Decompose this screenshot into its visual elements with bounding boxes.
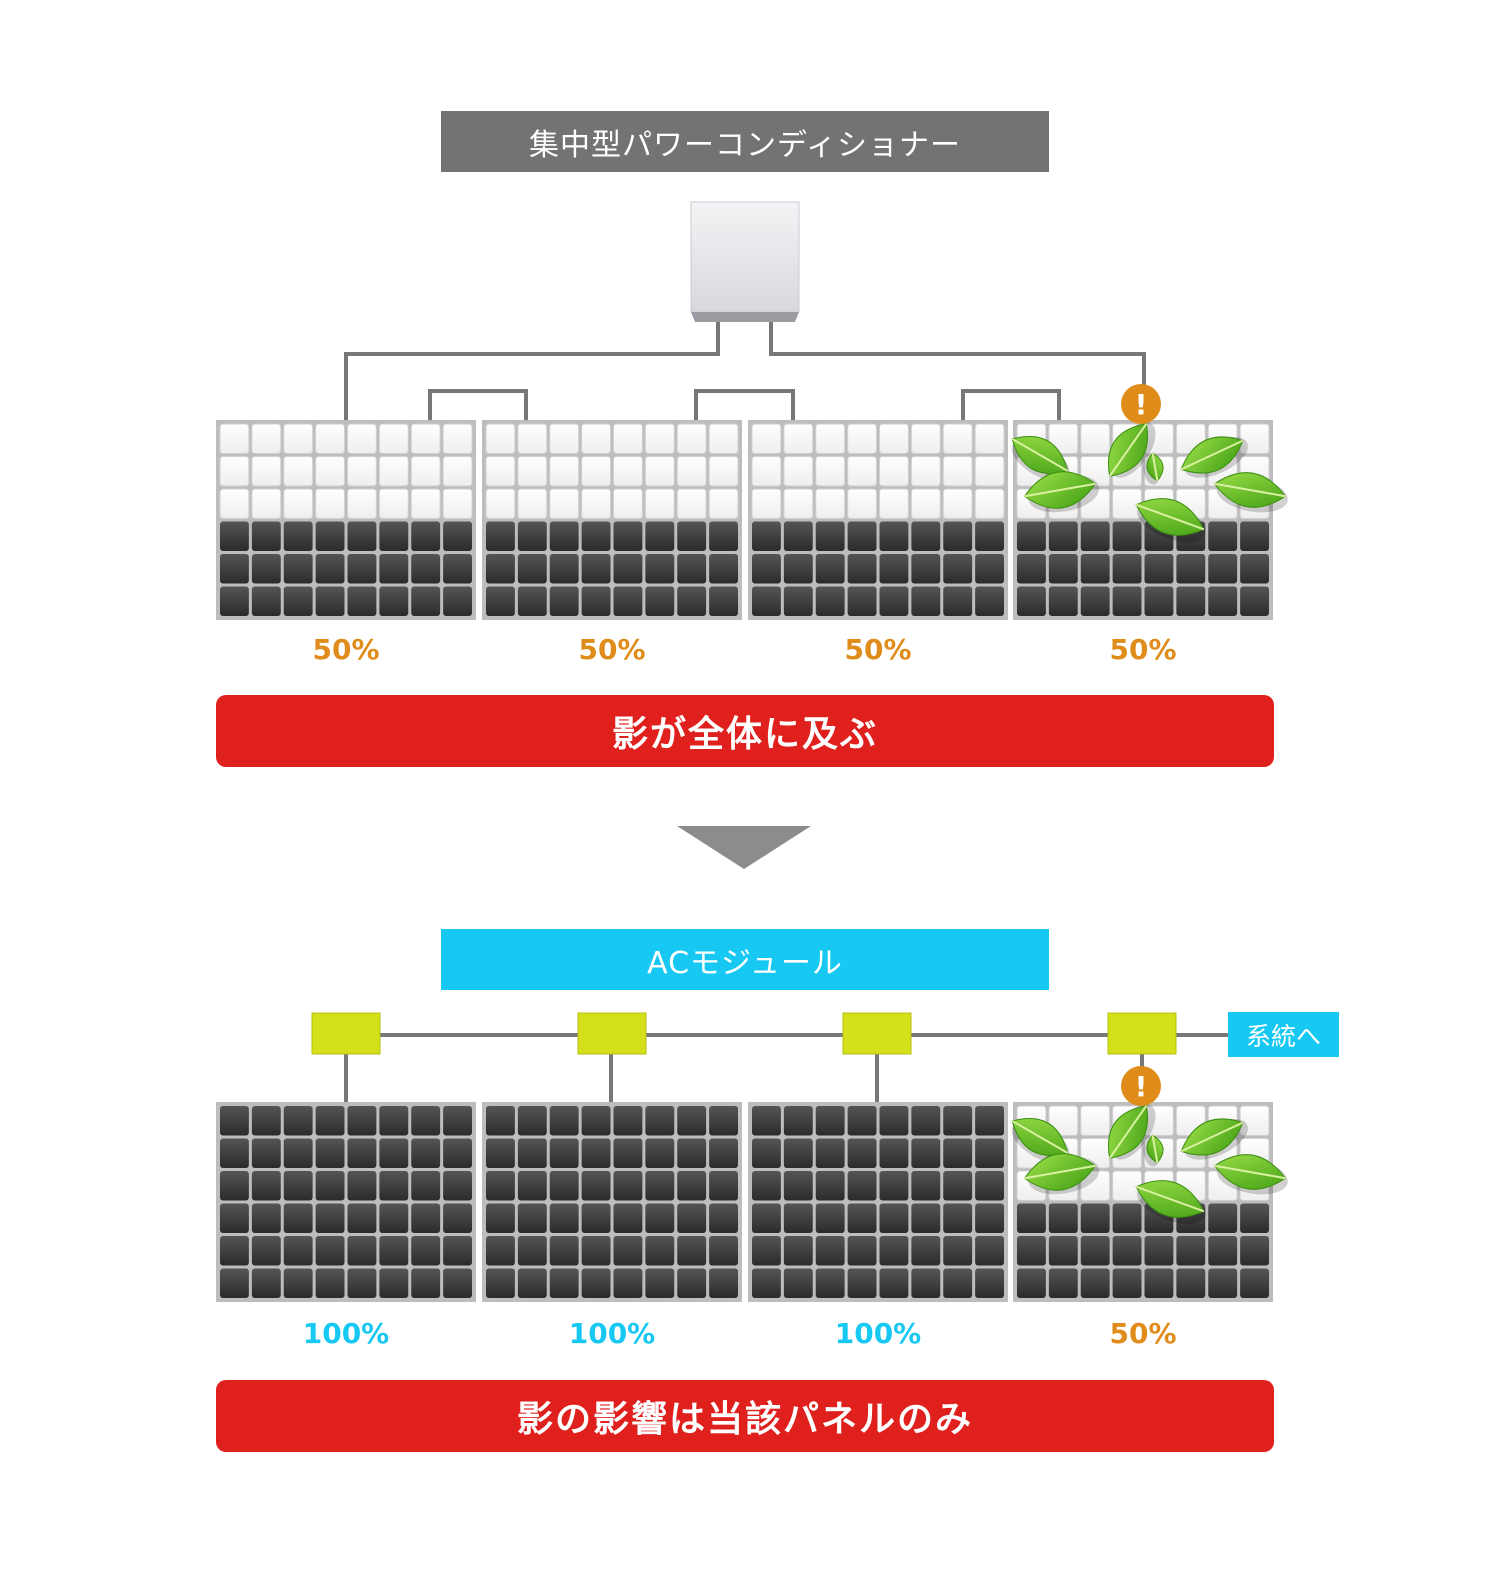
- ac-module-title: ACモジュール: [441, 929, 1049, 990]
- panel-output-percent: 50%: [1109, 1317, 1177, 1350]
- warning-icon: !: [1121, 384, 1161, 424]
- leaf: [1108, 1104, 1156, 1160]
- panel-output-percent: 100%: [568, 1317, 656, 1350]
- solar-panel: [216, 1102, 476, 1302]
- warning-icon: !: [1121, 1066, 1161, 1106]
- panel-output-percent: 50%: [1109, 633, 1177, 666]
- ac-module-box: [842, 1012, 912, 1055]
- svg-text:!: !: [1135, 1070, 1148, 1103]
- down-arrow: [677, 826, 811, 869]
- bottom-wiring: [344, 1033, 1230, 1103]
- svg-text:!: !: [1135, 388, 1148, 421]
- result-banner-top: 影が全体に及ぶ: [216, 695, 1274, 767]
- to-grid-label: 系統へ: [1228, 1012, 1339, 1057]
- ac-module-box: [577, 1012, 647, 1055]
- leaf: [1011, 1118, 1070, 1164]
- panel-output-percent: 100%: [302, 1317, 390, 1350]
- leaves-shade-top: [1011, 422, 1288, 542]
- ac-module-boxes: [311, 1012, 1177, 1055]
- panel-output-percent: 50%: [844, 633, 912, 666]
- central-inverter: [690, 201, 800, 322]
- solar-panel: [748, 1102, 1008, 1302]
- solar-panel: [482, 1102, 742, 1302]
- solar-panel: [216, 420, 476, 620]
- leaf: [1213, 1154, 1288, 1195]
- leaf: [1180, 436, 1248, 478]
- leaf: [1023, 1153, 1100, 1195]
- solar-panel: [748, 420, 1008, 620]
- leaf: [1011, 436, 1070, 482]
- ac-module-box: [1107, 1012, 1177, 1055]
- leaf: [1143, 1134, 1164, 1167]
- leaf: [1108, 422, 1156, 478]
- top-wiring: [344, 322, 1146, 420]
- central-inverter-title: 集中型パワーコンディショナー: [441, 111, 1049, 172]
- leaves-shade-bottom: [1011, 1104, 1288, 1224]
- ac-module-box: [311, 1012, 381, 1055]
- leaf: [1143, 452, 1164, 485]
- leaf: [1180, 1118, 1248, 1160]
- solar-panel: [482, 420, 742, 620]
- panel-output-percent: 50%: [312, 633, 380, 666]
- panel-output-percent: 50%: [578, 633, 646, 666]
- result-banner-bottom: 影の影響は当該パネルのみ: [216, 1380, 1274, 1452]
- panel-output-percent: 100%: [834, 1317, 922, 1350]
- leaf: [1023, 471, 1100, 513]
- leaf: [1135, 1180, 1206, 1224]
- leaf: [1135, 498, 1206, 542]
- leaf: [1213, 472, 1288, 513]
